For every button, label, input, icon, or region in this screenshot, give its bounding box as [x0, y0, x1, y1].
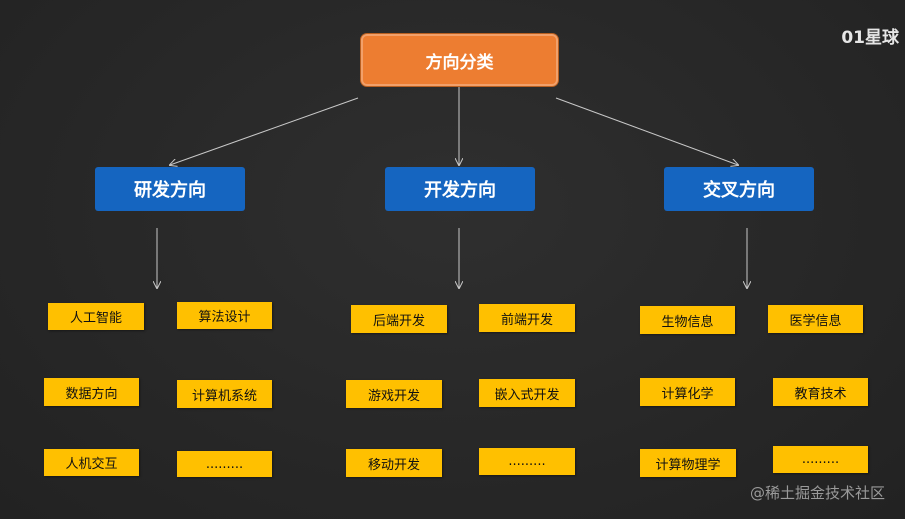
watermark: @稀土掘金技术社区 [749, 484, 885, 502]
branch-node-interdisciplinary: 交叉方向 [664, 167, 814, 211]
leaf-node: 前端开发 [479, 304, 575, 332]
leaf-node: 生物信息 [640, 306, 735, 334]
leaf-node: 人机交互 [44, 449, 139, 476]
leaf-node: ......... [177, 451, 272, 477]
arrow-root-to-branch-3 [555, 97, 738, 165]
leaf-node: 数据方向 [44, 378, 139, 406]
root-node: 方向分类 [361, 34, 558, 86]
leaf-node: 后端开发 [351, 305, 447, 333]
arrow-root-to-branch-1 [170, 97, 359, 165]
leaf-node: 教育技术 [773, 378, 868, 406]
leaf-node: ......... [773, 446, 868, 473]
leaf-node: 医学信息 [768, 305, 863, 333]
corner-label: 01星球 [841, 28, 899, 48]
leaf-node: 计算机系统 [177, 380, 272, 408]
branch-node-development: 开发方向 [385, 167, 535, 211]
leaf-node: 人工智能 [48, 303, 144, 330]
leaf-node: 移动开发 [346, 449, 442, 477]
leaf-node: 算法设计 [177, 302, 272, 329]
leaf-node: 游戏开发 [346, 380, 442, 408]
leaf-node: 计算物理学 [640, 449, 736, 477]
leaf-node: ......... [479, 448, 575, 475]
leaf-node: 嵌入式开发 [479, 379, 575, 407]
branch-node-research: 研发方向 [95, 167, 245, 211]
leaf-node: 计算化学 [640, 378, 735, 406]
